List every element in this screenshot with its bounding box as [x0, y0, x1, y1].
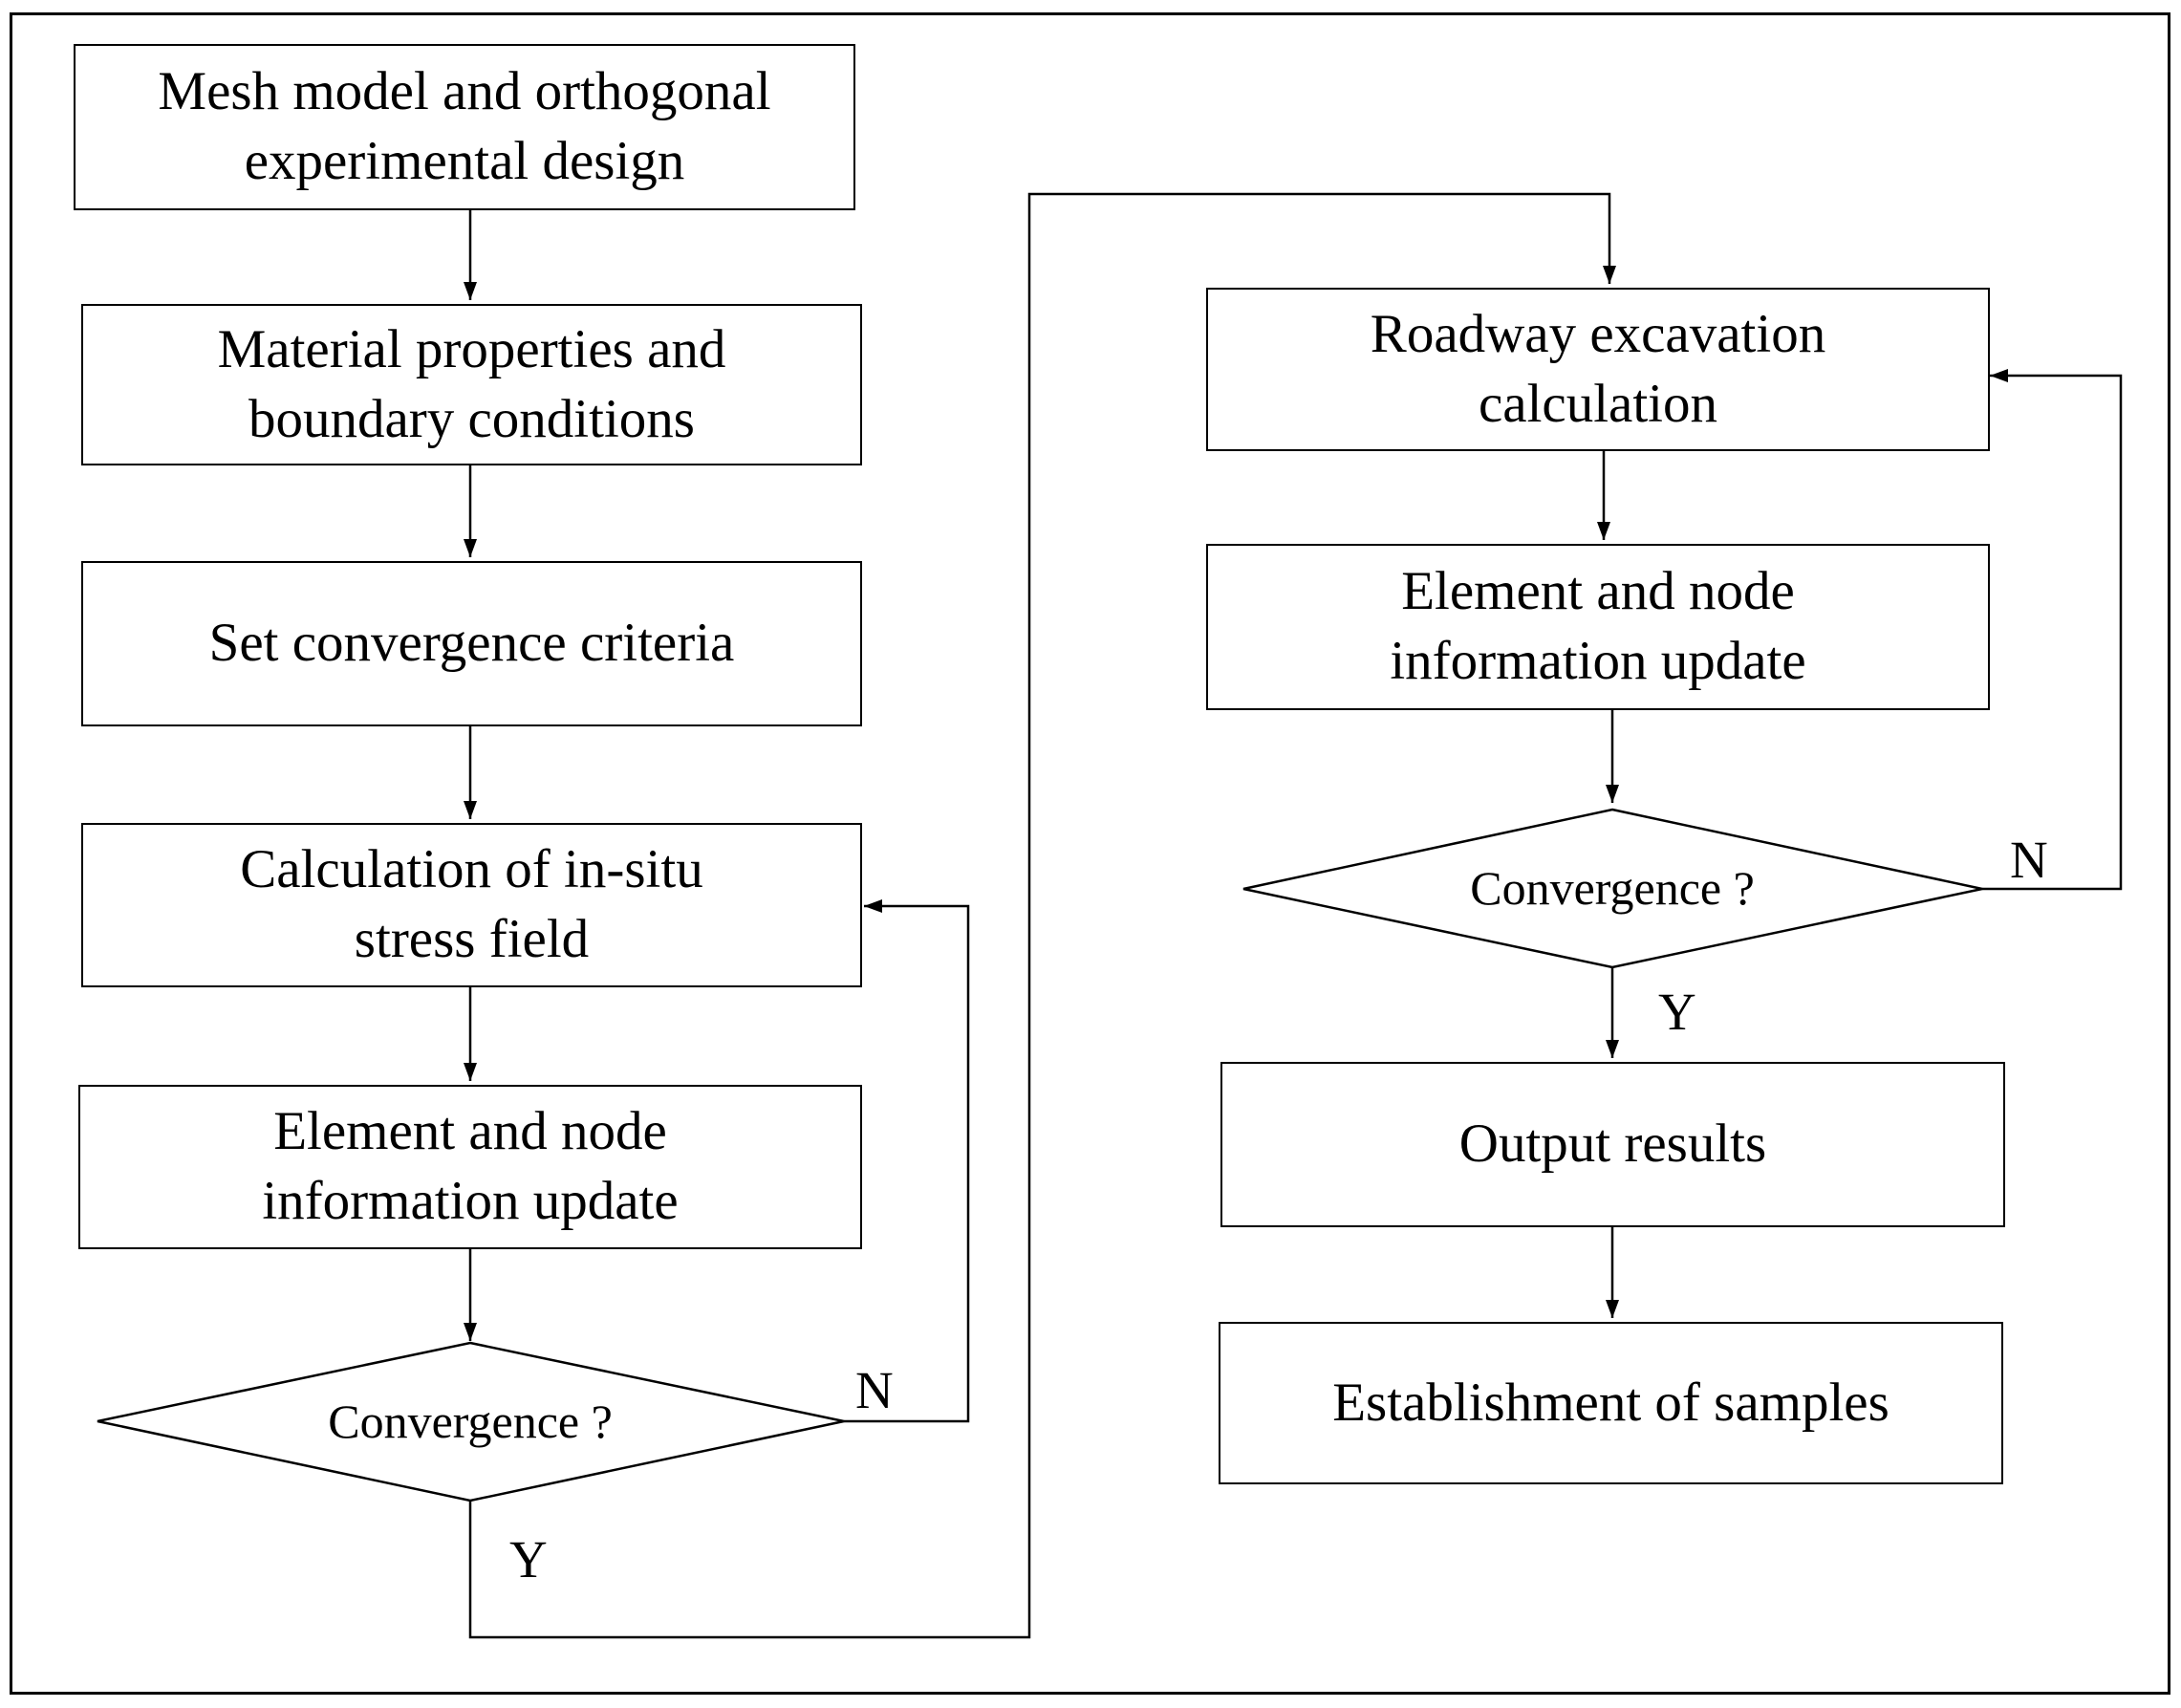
right-element-update-box: Element and node information update [1206, 544, 1990, 710]
right-element-update-label: Element and node information update [1390, 561, 1806, 691]
right-yes-label: Y [1658, 983, 1696, 1041]
establishment-box: Establishment of samples [1219, 1322, 2003, 1484]
material-properties-label: Material properties and boundary conditi… [217, 318, 726, 449]
right-no-label: N [2010, 831, 2048, 889]
diagram-frame [10, 12, 2170, 1695]
left-no-loop [844, 899, 970, 1423]
roadway-excavation-label: Roadway excavation calculation [1370, 303, 1826, 434]
left-no-label: N [855, 1361, 894, 1419]
right-no-loop [1982, 369, 2123, 891]
set-convergence-box: Set convergence criteria [81, 561, 862, 726]
output-results-label: Output results [1458, 1113, 1767, 1175]
left-element-update-label: Element and node information update [262, 1101, 679, 1231]
mesh-model-label: Mesh model and orthogonal experimental d… [158, 61, 771, 191]
set-convergence-label: Set convergence criteria [208, 613, 735, 674]
establishment-label: Establishment of samples [1332, 1372, 1889, 1433]
insitu-stress-box: Calculation of in-situ stress field [81, 823, 862, 987]
left-decision-label: Convergence ? [328, 1395, 613, 1448]
roadway-excavation-box: Roadway excavation calculation [1206, 288, 1990, 451]
yes-transfer-path [468, 192, 1616, 1639]
mesh-model-box: Mesh model and orthogonal experimental d… [74, 44, 855, 210]
output-results-box: Output results [1220, 1062, 2005, 1227]
material-properties-box: Material properties and boundary conditi… [81, 304, 862, 465]
insitu-stress-label: Calculation of in-situ stress field [240, 839, 703, 969]
right-decision-label: Convergence ? [1470, 861, 1755, 915]
left-yes-label: Y [509, 1530, 548, 1589]
left-element-update-box: Element and node information update [78, 1085, 862, 1249]
